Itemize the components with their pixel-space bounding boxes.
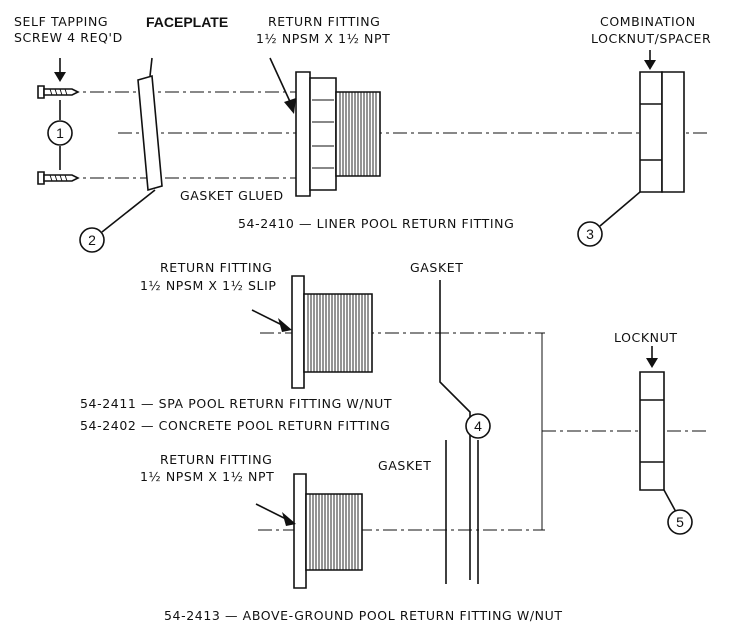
callout-5-number: 5 bbox=[676, 514, 684, 530]
return-fitting-above-ground bbox=[293, 473, 363, 589]
faceplate bbox=[137, 74, 163, 192]
return-fitting-liner bbox=[295, 71, 381, 197]
self-tapping-screw-top bbox=[37, 85, 80, 99]
callout-2 bbox=[79, 227, 105, 253]
callout-2-number: 2 bbox=[88, 232, 96, 248]
callout-4 bbox=[465, 413, 491, 439]
callout-5 bbox=[667, 509, 693, 535]
above-ground-assembly bbox=[255, 473, 545, 589]
liner-pool-assembly: 1 2 3 bbox=[37, 50, 710, 253]
gasket-line-1 bbox=[439, 280, 471, 580]
callout-1-number: 1 bbox=[56, 125, 64, 141]
screw-label-line1: SELF TAPPING bbox=[14, 14, 108, 29]
return-fitting-3-label-line2: 1½ NPSM X 1½ NPT bbox=[140, 469, 274, 484]
caption-spa-pool: 54-2411 — SPA POOL RETURN FITTING W/NUT bbox=[80, 396, 392, 411]
gasket-glued-label: GASKET GLUED bbox=[180, 188, 284, 203]
combination-locknut-spacer bbox=[639, 71, 685, 193]
gasket-mid-label: GASKET bbox=[378, 458, 432, 473]
gasket-top-label: GASKET bbox=[410, 260, 464, 275]
return-fitting-3-label-line1: RETURN FITTING bbox=[160, 452, 272, 467]
callout-1 bbox=[47, 120, 73, 146]
return-fitting-1-label-line1: RETURN FITTING bbox=[268, 14, 380, 29]
locknut-label: LOCKNUT bbox=[614, 330, 678, 345]
combination-label-line2: LOCKNUT/SPACER bbox=[591, 31, 711, 46]
return-fitting-spa bbox=[291, 275, 373, 389]
caption-above-ground-pool: 54-2413 — ABOVE-GROUND POOL RETURN FITTI… bbox=[164, 608, 563, 623]
spa-concrete-assembly bbox=[251, 275, 545, 389]
combination-label-line1: COMBINATION bbox=[600, 14, 696, 29]
faceplate-label: FACEPLATE bbox=[146, 14, 228, 30]
callout-3-number: 3 bbox=[586, 226, 594, 242]
caption-liner-pool: 54-2410 — LINER POOL RETURN FITTING bbox=[238, 216, 514, 231]
callout-3 bbox=[577, 221, 603, 247]
self-tapping-screw-bottom bbox=[37, 171, 80, 185]
return-fitting-2-label-line2: 1½ NPSM X 1½ SLIP bbox=[140, 278, 277, 293]
locknut bbox=[639, 371, 665, 491]
caption-concrete-pool: 54-2402 — CONCRETE POOL RETURN FITTING bbox=[80, 418, 390, 433]
return-fitting-2-label-line1: RETURN FITTING bbox=[160, 260, 272, 275]
return-fitting-1-label-line2: 1½ NPSM X 1½ NPT bbox=[256, 31, 390, 46]
screw-label-line2: SCREW 4 REQ'D bbox=[14, 30, 123, 45]
callout-4-number: 4 bbox=[474, 418, 482, 434]
